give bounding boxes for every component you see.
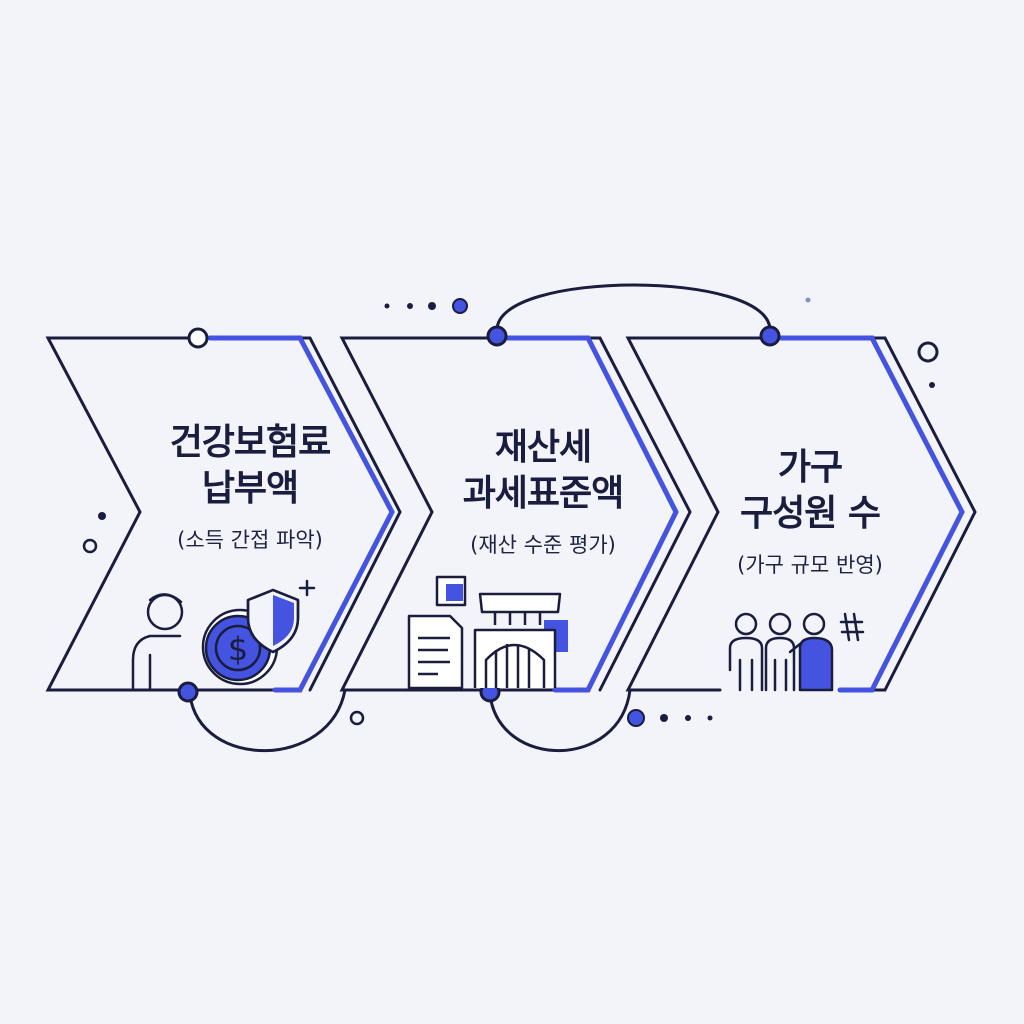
step-2-title-line-1: 재산세 xyxy=(494,427,592,468)
connector-bottom-2 xyxy=(488,688,632,753)
chevron-step-1 xyxy=(45,335,402,693)
step-3-text: 가구 구성원 수 (가구 규모 반영) xyxy=(700,445,920,579)
step-2-subtitle: (재산 수준 평가) xyxy=(470,533,616,557)
svg-text:$: $ xyxy=(228,630,248,668)
step-3-title-line-2: 구성원 수 xyxy=(739,493,881,534)
connector-bottom-1 xyxy=(188,688,347,753)
step-1-title-line-1: 건강보험료 xyxy=(169,422,332,463)
step-3-subtitle: (가구 규모 반영) xyxy=(737,553,883,577)
person-coin-shield-icon: $ xyxy=(131,579,316,690)
step-2-title-line-2: 과세표준액 xyxy=(462,473,625,514)
connector-top xyxy=(495,283,772,332)
chevron-step-3 xyxy=(625,335,977,693)
document-building-icon xyxy=(407,575,568,690)
step-3-title-line-1: 가구 xyxy=(777,447,843,488)
step-1-subtitle: (소득 간접 파악) xyxy=(177,528,323,552)
step-2-text: 재산세 과세표준액 (재산 수준 평가) xyxy=(418,425,668,559)
family-group-icon xyxy=(728,612,865,692)
chevron-step-2 xyxy=(339,335,692,693)
step-1-title-line-2: 납부액 xyxy=(201,468,299,509)
step-1-text: 건강보험료 납부액 (소득 간접 파악) xyxy=(120,420,380,554)
decorative-dots xyxy=(82,297,939,727)
